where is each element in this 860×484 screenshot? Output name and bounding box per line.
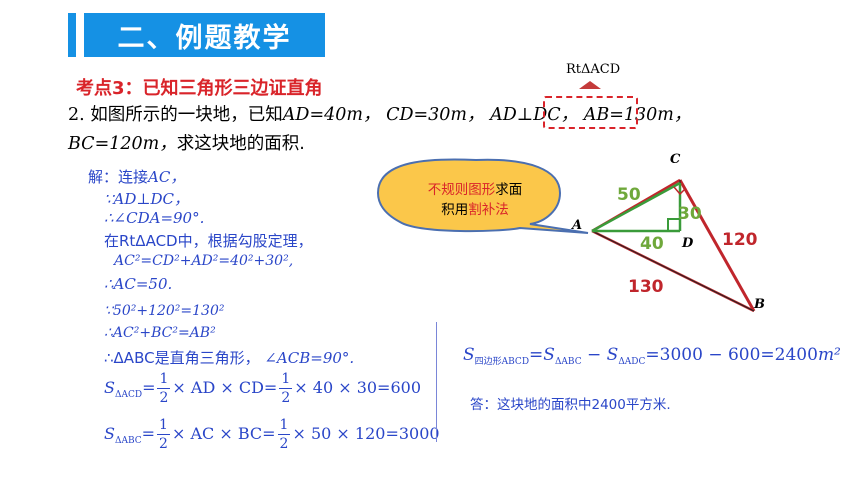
problem-intro: 如图所示的一块地，已知: [90, 105, 283, 125]
header-accent-bar: [68, 13, 76, 57]
solution-step-6: ∴AC=50.: [104, 275, 173, 293]
problem-number: 2.: [68, 105, 85, 125]
given-bc: BC=120m，: [68, 134, 177, 154]
final-answer: 答：这块地的面积中2400平方米.: [470, 397, 671, 413]
solution-step-8: ∴AC²+BC²=AB²: [104, 325, 216, 341]
length-ab: 130: [628, 277, 664, 297]
segment-cb: [678, 179, 756, 312]
solution-step-1: 解：连接AC，: [88, 168, 186, 186]
perpendicular-highlight-box: [543, 96, 638, 129]
problem-line-2: BC=120m，求这块地的面积.: [68, 130, 305, 155]
up-arrow-icon: [579, 81, 601, 89]
problem-question: 求这块地的面积.: [176, 134, 305, 154]
length-bc: 120: [722, 230, 758, 250]
callout-text: 不规则图形求面 积用割补法: [427, 182, 523, 218]
length-ac: 50: [617, 185, 641, 205]
solution-step-3: ∴∠CDA=90°.: [104, 209, 205, 227]
solution-step-9: ∴ΔABC是直角三角形， ∠ACB=90°.: [104, 349, 355, 367]
given-perpendicular: AD⊥DC，: [490, 105, 579, 125]
section-title: 二、例题教学: [84, 13, 325, 57]
topic-heading: 考点3：已知三角形三边证直角: [76, 78, 323, 99]
vertex-a: A: [572, 218, 583, 233]
solution-step-7: ∵50²+120²=130²: [104, 303, 225, 319]
length-cd: 30: [678, 204, 702, 224]
length-ad: 40: [640, 234, 664, 254]
vertex-b: B: [754, 297, 765, 312]
solution-step-4: 在RtΔACD中，根据勾股定理，: [104, 232, 313, 250]
rt-annotation-label: RtΔACD: [566, 62, 621, 77]
column-divider: [436, 322, 437, 442]
segment-ac: [591, 181, 681, 233]
vertex-d: D: [682, 236, 694, 251]
problem-line-1: 2. 如图所示的一块地，已知AD=40m， CD=30m， AD⊥DC， AB=…: [68, 101, 691, 126]
solution-step-5: AC²=CD²+AD²=40²+30²,: [114, 253, 294, 269]
vertex-c: C: [670, 152, 681, 167]
given-ad: AD=40m，: [282, 105, 381, 125]
right-angle-c: [673, 186, 687, 196]
quadrilateral-area-formula: S四边形ABCD=SΔABC − SΔADC=3000 − 600=2400m²: [463, 345, 841, 367]
given-cd: CD=30m，: [386, 105, 485, 125]
right-angle-d: [667, 218, 680, 231]
segment-ab-thin: [591, 230, 755, 312]
solution-step-2: ∵AD⊥DC，: [104, 190, 190, 208]
